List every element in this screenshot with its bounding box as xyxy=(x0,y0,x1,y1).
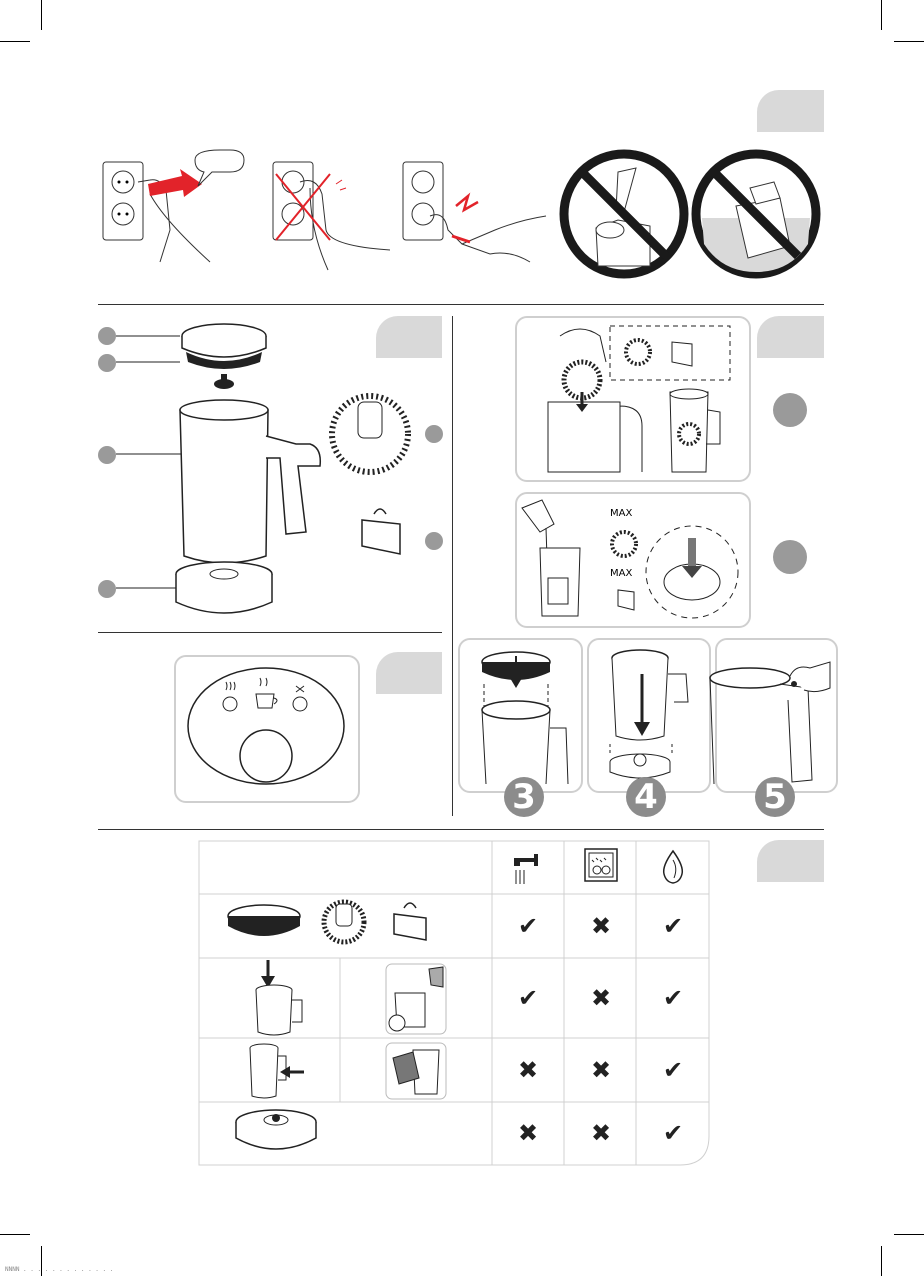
step-badge-2 xyxy=(773,540,807,574)
step-badge-1 xyxy=(773,393,807,427)
svg-text:MAX: MAX xyxy=(610,508,632,519)
crop-mark xyxy=(894,41,924,42)
step4-illustration xyxy=(594,644,704,784)
row1-parts-illustration xyxy=(226,898,446,948)
row4-dishwasher-mark: ✖ xyxy=(586,1121,616,1145)
step1-illustration xyxy=(520,322,745,474)
row2-tap-mark: ✔ xyxy=(513,986,543,1010)
row1-dishwasher-mark: ✖ xyxy=(586,914,616,938)
step3-illustration xyxy=(466,644,576,784)
pull-cord-wrong-illustration xyxy=(400,150,550,275)
crop-mark xyxy=(881,1246,882,1276)
tap-water-icon xyxy=(512,850,542,886)
row4-tap-mark: ✖ xyxy=(513,1121,543,1145)
section-tab xyxy=(757,316,824,358)
crop-mark xyxy=(881,0,882,30)
row3-jug-illustration xyxy=(248,1042,308,1100)
step-number-5: 5 xyxy=(755,777,795,817)
row4-cloth-mark: ✔ xyxy=(658,1121,688,1145)
svg-text:MAX: MAX xyxy=(610,568,632,579)
no-sharp-objects-icon xyxy=(558,148,690,280)
control-panel-diagram xyxy=(186,664,346,790)
row3-dishwasher-mark: ✖ xyxy=(586,1058,616,1082)
row2-cloth-mark: ✔ xyxy=(658,986,688,1010)
dishwasher-icon xyxy=(584,848,618,882)
section-tab xyxy=(757,90,824,132)
unplug-wrong-illustration xyxy=(270,150,400,275)
row4-base-illustration xyxy=(233,1106,319,1156)
row3-tap-mark: ✖ xyxy=(513,1058,543,1082)
section-divider-vertical xyxy=(452,316,453,816)
plug-in-illustration xyxy=(100,150,250,275)
no-immersion-icon xyxy=(690,148,822,280)
crop-mark xyxy=(0,41,30,42)
step-number-4: 4 xyxy=(626,777,666,817)
crop-mark xyxy=(894,1234,924,1235)
crop-mark xyxy=(41,0,42,30)
section-divider xyxy=(98,304,824,305)
section-tab xyxy=(376,652,442,694)
row3-wipe-illustration xyxy=(385,1042,447,1100)
damp-cloth-icon xyxy=(662,850,684,884)
step-number-3: 3 xyxy=(504,777,544,817)
crop-mark xyxy=(0,1234,30,1235)
step5-illustration xyxy=(720,644,830,784)
section-tab xyxy=(757,840,824,882)
parts-diagram xyxy=(110,318,440,628)
row2-rinse-illustration xyxy=(385,963,447,1035)
row2-jug-illustration xyxy=(250,960,310,1036)
row2-dishwasher-mark: ✖ xyxy=(586,986,616,1010)
section-divider xyxy=(98,632,442,633)
row3-cloth-mark: ✔ xyxy=(658,1058,688,1082)
section-divider xyxy=(98,829,824,830)
row1-cloth-mark: ✔ xyxy=(658,914,688,938)
row1-tap-mark: ✔ xyxy=(513,914,543,938)
print-footer: NNNN . . . . . . . . . . . . . xyxy=(5,1266,113,1273)
step2-illustration: MAX MAX xyxy=(520,498,745,620)
